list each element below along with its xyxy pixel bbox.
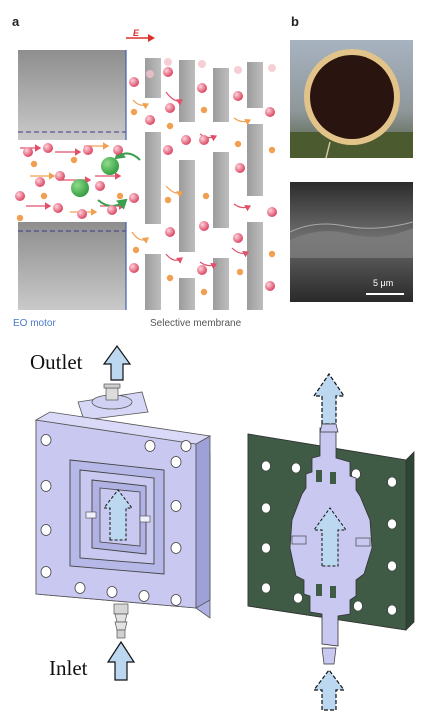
membrane-bars bbox=[145, 58, 263, 310]
electric-field-arrow bbox=[126, 34, 155, 42]
ions-red bbox=[15, 67, 277, 291]
ions-orange bbox=[16, 106, 276, 296]
scale-bar-label: 5 μm bbox=[373, 278, 394, 288]
membrane-outlet-arrow bbox=[312, 372, 346, 425]
eo-motor-caption: EO motor bbox=[13, 318, 56, 329]
outlet-label: Outlet bbox=[30, 350, 83, 374]
inlet-fitting bbox=[113, 603, 129, 639]
outlet-flow-arrow bbox=[102, 344, 132, 381]
panel-b-label: b bbox=[291, 14, 299, 29]
membrane-inlet-arrow bbox=[312, 669, 346, 711]
inlet-label: Inlet bbox=[49, 656, 88, 680]
panel-b-sem-image bbox=[289, 182, 414, 302]
electric-field-label: E bbox=[133, 28, 140, 38]
panel-a-schematic bbox=[12, 34, 280, 310]
inlet-flow-arrow bbox=[106, 640, 136, 681]
device-housing bbox=[34, 383, 212, 639]
green-particles bbox=[71, 157, 119, 197]
membrane-plate bbox=[247, 427, 415, 647]
selective-membrane-caption: Selective membrane bbox=[150, 318, 242, 329]
eo-motor-wall-bottom bbox=[18, 222, 126, 310]
panel-b-photo bbox=[290, 40, 413, 159]
ions-faint bbox=[146, 58, 276, 78]
panel-a-label: a bbox=[12, 14, 20, 29]
eo-motor-wall-top bbox=[18, 50, 126, 140]
